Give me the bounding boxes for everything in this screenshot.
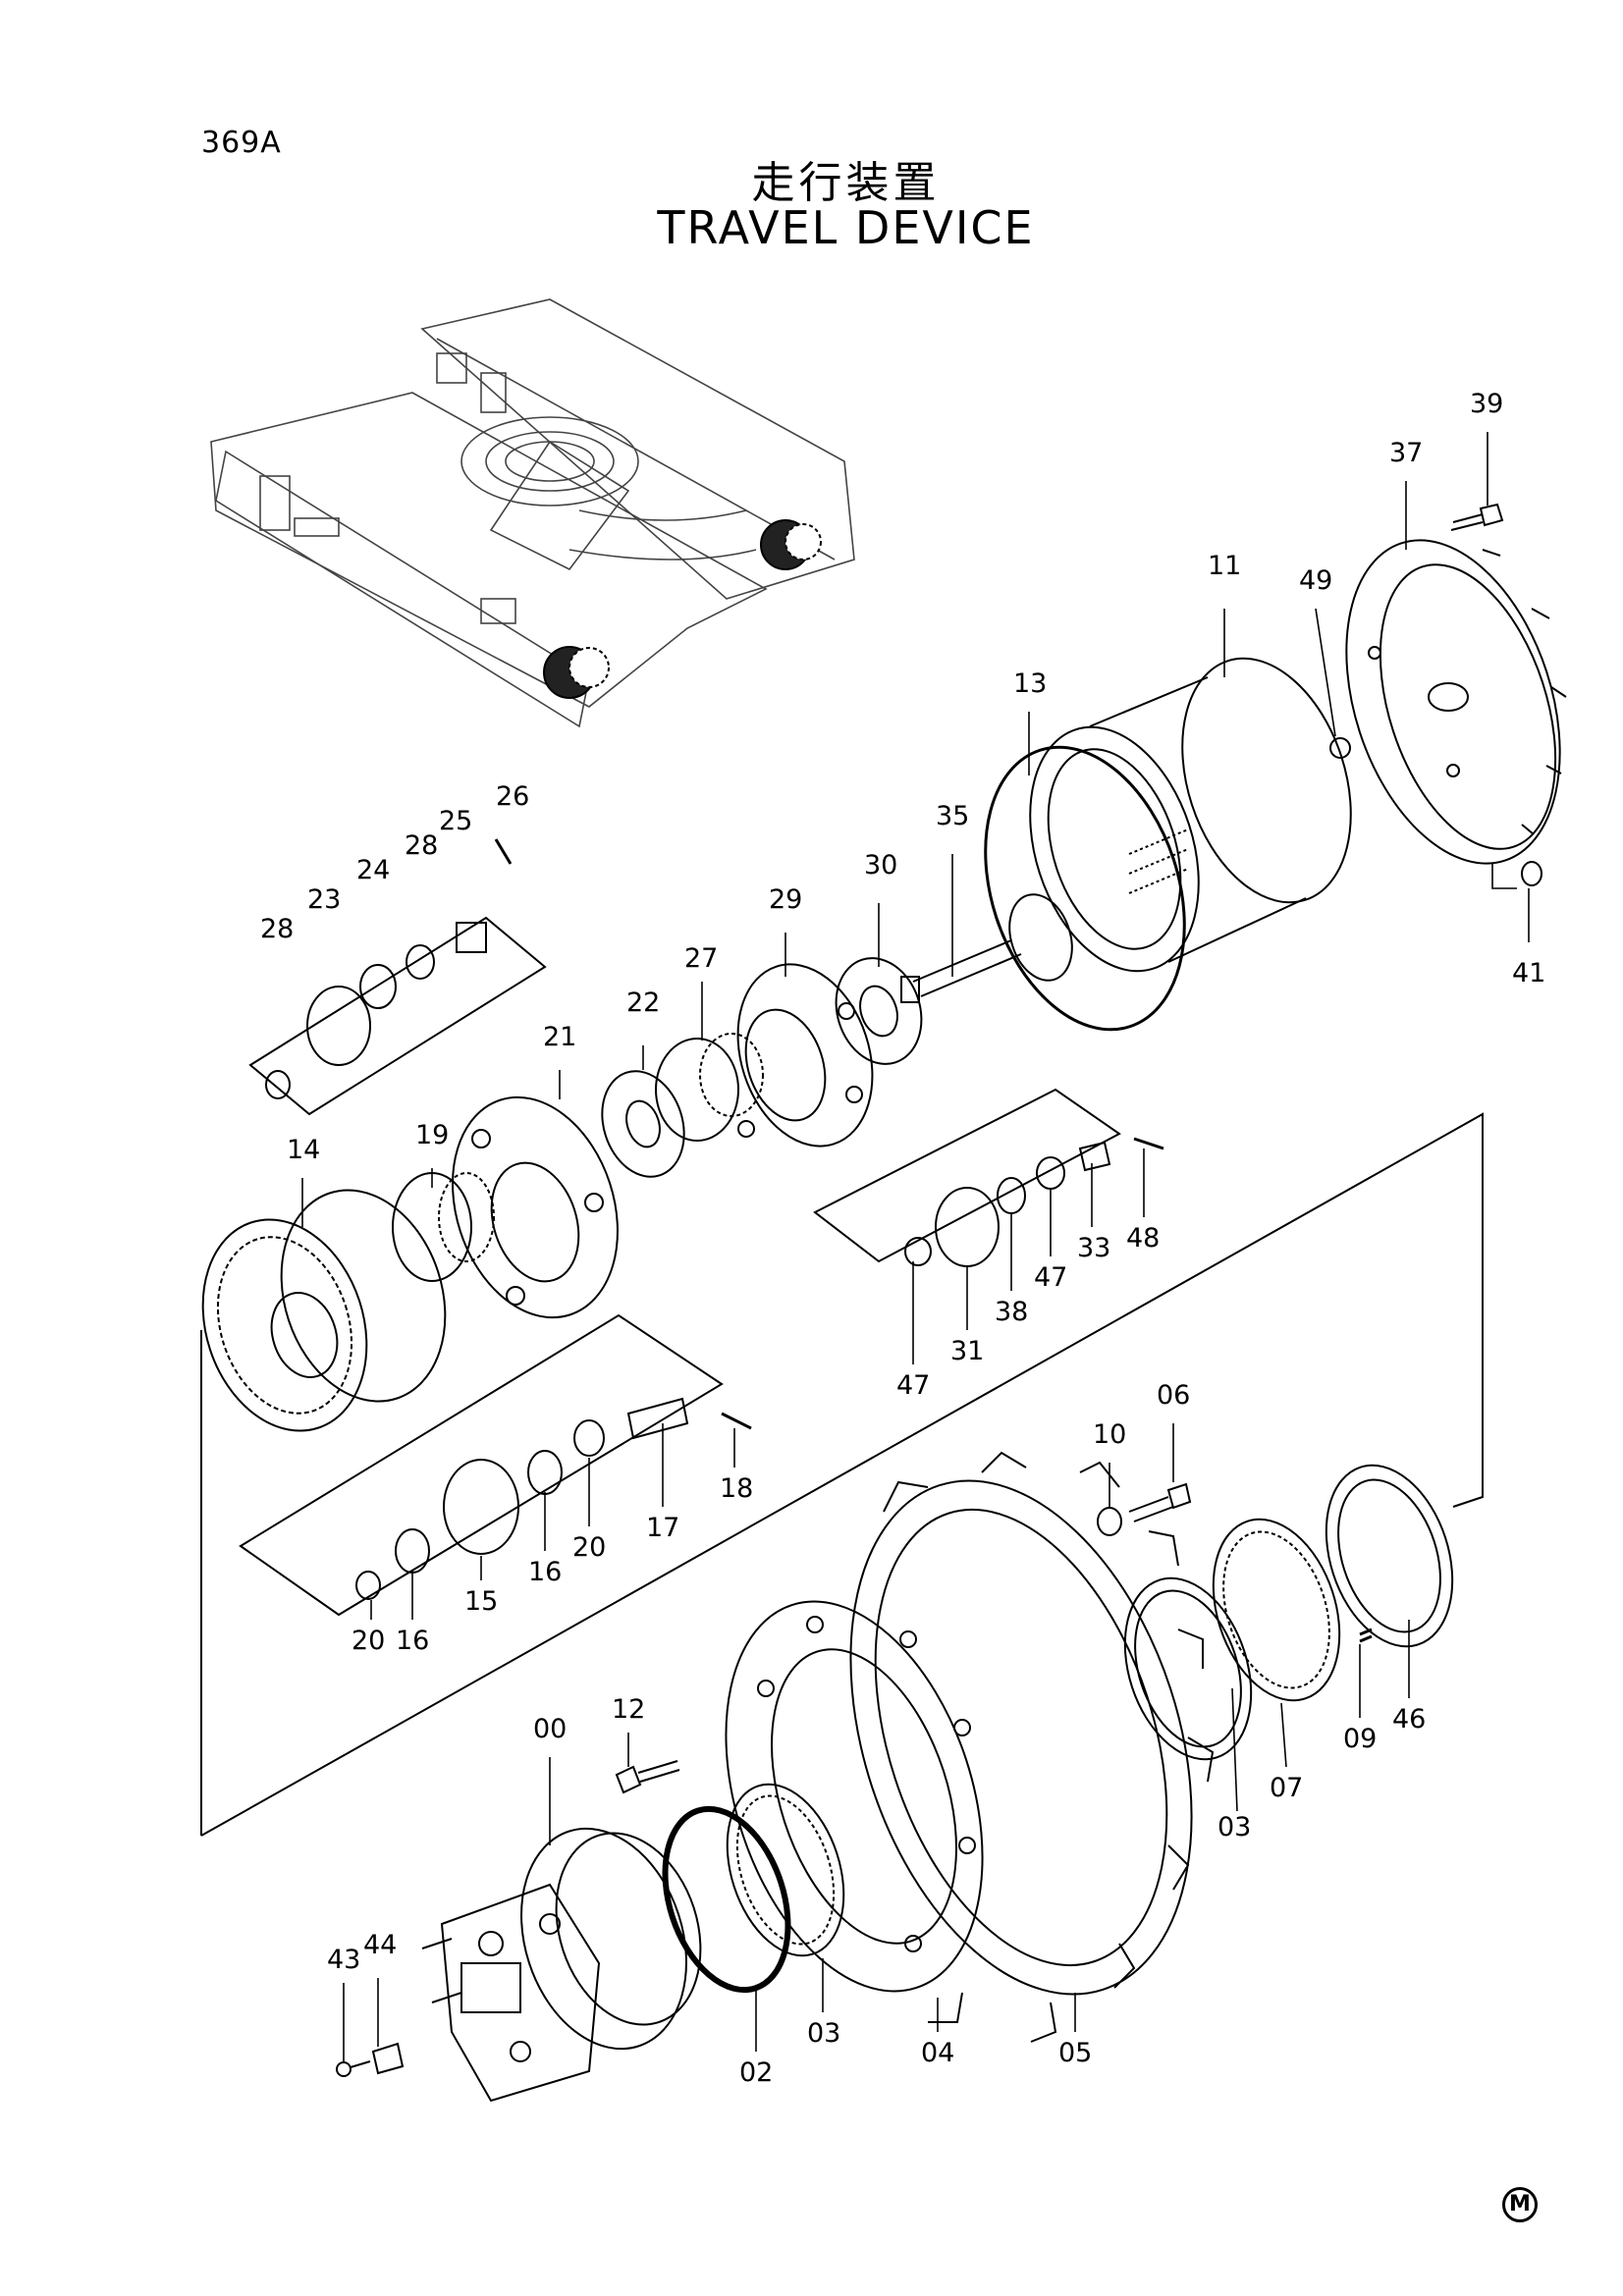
drive-sprocket-icon (543, 519, 822, 699)
part-37-cover (1345, 539, 1567, 865)
callout-02: 02 (739, 2057, 773, 2088)
callout-43: 43 (327, 1945, 360, 1975)
callout-46: 46 (1392, 1704, 1426, 1735)
callout-13: 13 (1013, 668, 1047, 699)
part-49-plug (1329, 737, 1351, 759)
callout-10: 10 (1093, 1419, 1126, 1450)
callout-29: 29 (769, 884, 802, 915)
callout-16: 16 (396, 1626, 429, 1656)
part-12-bolt (615, 1760, 680, 1794)
part-06-bolt (1128, 1482, 1192, 1522)
assembly-bracket-lines (200, 1112, 1484, 1837)
callout-15: 15 (464, 1586, 498, 1617)
callout-47: 47 (896, 1370, 930, 1401)
part-41-plug (1521, 861, 1542, 886)
callout-16: 16 (528, 1557, 562, 1587)
part-04-flange (725, 1600, 984, 1993)
callout-33: 33 (1077, 1233, 1110, 1263)
leader-lines (301, 432, 1530, 2061)
callout-21: 21 (543, 1022, 576, 1052)
part-00-travel-motor (421, 1827, 702, 2103)
undercarriage-illustration (210, 298, 855, 728)
callout-labels: 39 37 11 49 13 41 26 25 24 28 23 28 35 3… (260, 389, 1545, 2088)
callout-05: 05 (1058, 2038, 1092, 2068)
callout-19: 19 (415, 1120, 449, 1150)
manufacturer-mark-icon: M (1502, 2187, 1538, 2222)
part-03-bearing-upper (1123, 1576, 1253, 1761)
callout-11: 11 (1208, 551, 1241, 581)
page-id: 369A (201, 126, 282, 160)
part-10-washer (1097, 1507, 1122, 1536)
callout-09: 09 (1343, 1724, 1377, 1754)
part-13-o-ring (984, 745, 1186, 1032)
callout-12: 12 (612, 1694, 645, 1725)
callout-20: 20 (572, 1532, 606, 1563)
callout-03: 03 (807, 2018, 840, 2049)
callout-23: 23 (307, 884, 341, 915)
part-30-washer (835, 957, 923, 1065)
callout-18: 18 (720, 1473, 753, 1504)
callout-22: 22 (626, 988, 660, 1018)
part-22-washer (601, 1070, 685, 1178)
part-44-plate (371, 2042, 405, 2075)
callout-47: 47 (1034, 1262, 1067, 1293)
part-07-bearing (1212, 1518, 1341, 1702)
callout-48: 48 (1126, 1223, 1160, 1254)
part-29-carrier (736, 963, 874, 1148)
callout-49: 49 (1299, 565, 1332, 596)
callout-37: 37 (1389, 438, 1423, 468)
part-11-hub (1029, 657, 1352, 973)
part-46-seal (1325, 1464, 1454, 1648)
callout-28: 28 (260, 914, 294, 944)
part-27-gear (655, 1033, 764, 1142)
callout-26: 26 (496, 781, 529, 812)
callout-20: 20 (352, 1626, 385, 1656)
callout-38: 38 (995, 1297, 1028, 1327)
planet-group-right (813, 1088, 1164, 1267)
callout-44: 44 (363, 1930, 397, 1960)
callout-31: 31 (950, 1336, 984, 1366)
callout-00: 00 (533, 1714, 567, 1744)
part-05-sprocket (849, 1451, 1215, 2043)
part-14-ring-gear (201, 1189, 447, 1432)
part-19-gear (392, 1172, 495, 1282)
callout-25: 25 (439, 806, 472, 836)
callout-04: 04 (921, 2038, 954, 2068)
callout-07: 07 (1270, 1773, 1303, 1803)
planet-group-upper (248, 838, 547, 1116)
callout-35: 35 (936, 801, 969, 831)
callout-17: 17 (646, 1513, 679, 1543)
callout-27: 27 (684, 943, 718, 974)
title-english: TRAVEL DEVICE (657, 201, 1035, 254)
part-21-carrier (452, 1095, 619, 1319)
callout-03: 03 (1217, 1812, 1251, 1842)
callout-41: 41 (1512, 958, 1545, 988)
callout-14: 14 (287, 1135, 320, 1165)
title-japanese: 走行装置 (751, 158, 941, 208)
part-35-shaft (900, 893, 1073, 1003)
callout-30: 30 (864, 850, 897, 881)
part-43-bolt (336, 2060, 371, 2077)
part-03-bearing-lower (726, 1783, 845, 1957)
callout-39: 39 (1470, 389, 1503, 419)
callout-28: 28 (405, 830, 438, 861)
callout-24: 24 (356, 855, 390, 885)
part-39-bolt (1450, 503, 1504, 531)
part-09-pin (1359, 1628, 1373, 1643)
callout-06: 06 (1157, 1380, 1190, 1411)
